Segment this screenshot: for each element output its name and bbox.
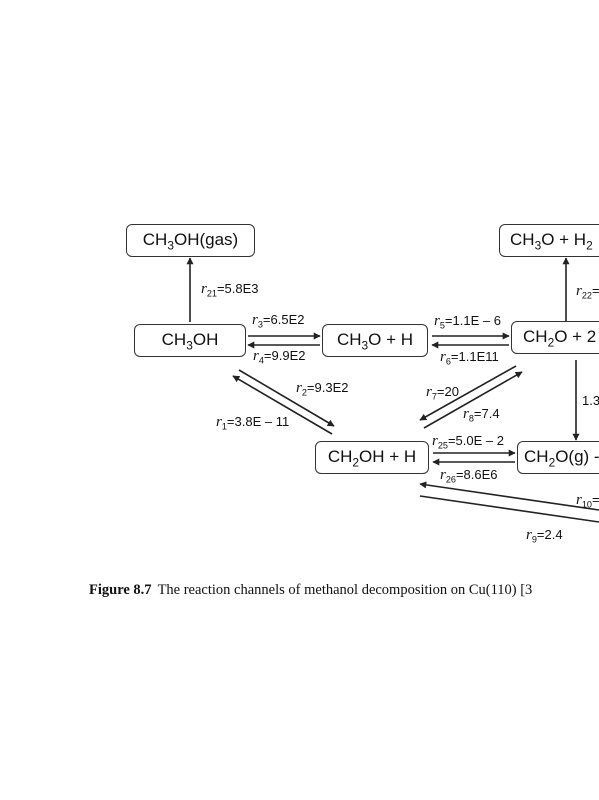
node-text: O + H	[368, 330, 414, 349]
rate-value: =20	[436, 384, 459, 399]
node-text: O + 2	[554, 327, 597, 346]
node-text: CH	[523, 327, 548, 346]
node-subscript: 3	[167, 238, 174, 253]
rate-value: =3.8E – 11	[226, 414, 290, 429]
rate-label-r8: r8=7.4	[463, 406, 500, 424]
node-ch2o-g: CH2O(g) -	[517, 441, 599, 474]
rate-subscript: 22	[581, 290, 592, 301]
rate-value: =1.1E11	[450, 349, 499, 364]
rate-subscript: 1	[221, 421, 227, 432]
node-text: CH	[142, 230, 168, 249]
rate-symbol: r	[253, 348, 259, 364]
rate-subscript: 26	[445, 474, 456, 485]
rate-symbol: r	[440, 467, 446, 483]
caption-text: The reaction channels of methanol decomp…	[157, 582, 533, 598]
node-text: O(g) -	[555, 447, 599, 466]
rate-subscript: 6	[445, 356, 451, 367]
node-subscript: 3	[361, 338, 369, 353]
rate-label-r7: r7=20	[426, 384, 459, 402]
arrow-r9	[419, 495, 599, 523]
rate-subscript: 5	[439, 320, 445, 331]
rate-symbol: r	[434, 313, 440, 329]
rate-value: =	[591, 492, 599, 507]
node-subscript: 3	[534, 238, 542, 253]
rate-value: =2.4	[536, 527, 563, 542]
node-text: CH	[161, 330, 187, 349]
rate-value: =6.5E2	[262, 312, 305, 327]
rate-symbol: r	[526, 527, 532, 543]
rate-symbol: r	[576, 492, 582, 508]
rate-subscript: 8	[468, 413, 474, 424]
rate-subscript: 21	[206, 288, 217, 299]
node-text: OH	[192, 330, 219, 349]
rate-label-side: 1.3	[582, 393, 599, 408]
node-ch3oh-gas: CH3OH(gas)	[126, 224, 255, 257]
figure-label: Figure 8.7	[89, 582, 152, 598]
rate-subscript: 9	[531, 534, 537, 545]
rate-subscript: 7	[431, 391, 437, 402]
rate-value: =9.9E2	[263, 348, 306, 363]
node-subscript: 2	[548, 455, 556, 470]
rate-label-r6: r6=1.1E11	[440, 349, 499, 367]
rate-label-r2: r2=9.3E2	[296, 380, 349, 398]
node-ch3o-h2: CH3O + H2	[499, 224, 599, 257]
rate-value: =	[591, 283, 599, 298]
node-ch2o-2: CH2O + 2	[511, 321, 599, 354]
node-ch3o-h: CH3O + H	[322, 324, 428, 357]
rate-symbol: r	[576, 283, 582, 299]
node-subscript: 2	[352, 455, 360, 470]
node-subscript: 2	[586, 238, 593, 253]
rate-label-r5: r5=1.1E – 6	[434, 313, 501, 331]
rate-value: =1.1E – 6	[444, 313, 501, 328]
rate-label-r10: r10=	[576, 492, 599, 510]
rate-symbol: r	[201, 281, 207, 297]
rate-value: =5.0E – 2	[447, 433, 504, 448]
arrow-r10	[419, 481, 599, 511]
rate-subscript: 2	[301, 387, 307, 398]
node-text: CH	[336, 330, 362, 349]
rate-symbol: r	[296, 380, 302, 396]
rate-label-r26: r26=8.6E6	[440, 467, 498, 485]
rate-label-r9: r9=2.4	[526, 527, 563, 545]
node-text: CH	[524, 447, 549, 466]
node-text: OH + H	[359, 447, 417, 466]
rate-label-r25: r25=5.0E – 2	[432, 433, 504, 451]
rate-symbol: r	[432, 433, 438, 449]
rate-value: =7.4	[473, 406, 500, 421]
rate-symbol: r	[252, 312, 258, 328]
rate-symbol: r	[440, 349, 446, 365]
rate-subscript: 25	[437, 440, 448, 451]
rate-subscript: 10	[581, 499, 592, 510]
arrow-r7	[419, 365, 517, 421]
node-subscript: 2	[547, 335, 555, 350]
rate-value: =9.3E2	[306, 380, 349, 395]
arrow-r1	[232, 375, 333, 435]
node-ch2oh-h: CH2OH + H	[315, 441, 429, 474]
node-text: O + H	[541, 230, 587, 249]
rate-value: =5.8E3	[216, 281, 259, 296]
arrow-r8	[423, 371, 523, 429]
rate-label-r4: r4=9.9E2	[253, 348, 306, 366]
rate-label-r22: r22=	[576, 283, 599, 301]
node-subscript: 3	[186, 338, 193, 353]
node-text: CH	[327, 447, 353, 466]
figure-caption: Figure 8.7 The reaction channels of metha…	[89, 582, 532, 599]
node-ch3oh: CH3OH	[134, 324, 246, 357]
rate-label-r3: r3=6.5E2	[252, 312, 305, 330]
node-text: OH(gas)	[173, 230, 239, 249]
rate-label-r1: r1=3.8E – 11	[216, 414, 290, 432]
rate-symbol: r	[426, 384, 432, 400]
rate-symbol: r	[463, 406, 469, 422]
node-text: CH	[510, 230, 535, 249]
arrow-r2	[238, 369, 335, 427]
rate-label-r21: r21=5.8E3	[201, 281, 259, 299]
rate-subscript: 3	[257, 319, 263, 330]
rate-subscript: 4	[258, 355, 264, 366]
rate-symbol: r	[216, 414, 222, 430]
rate-value: =8.6E6	[455, 467, 498, 482]
